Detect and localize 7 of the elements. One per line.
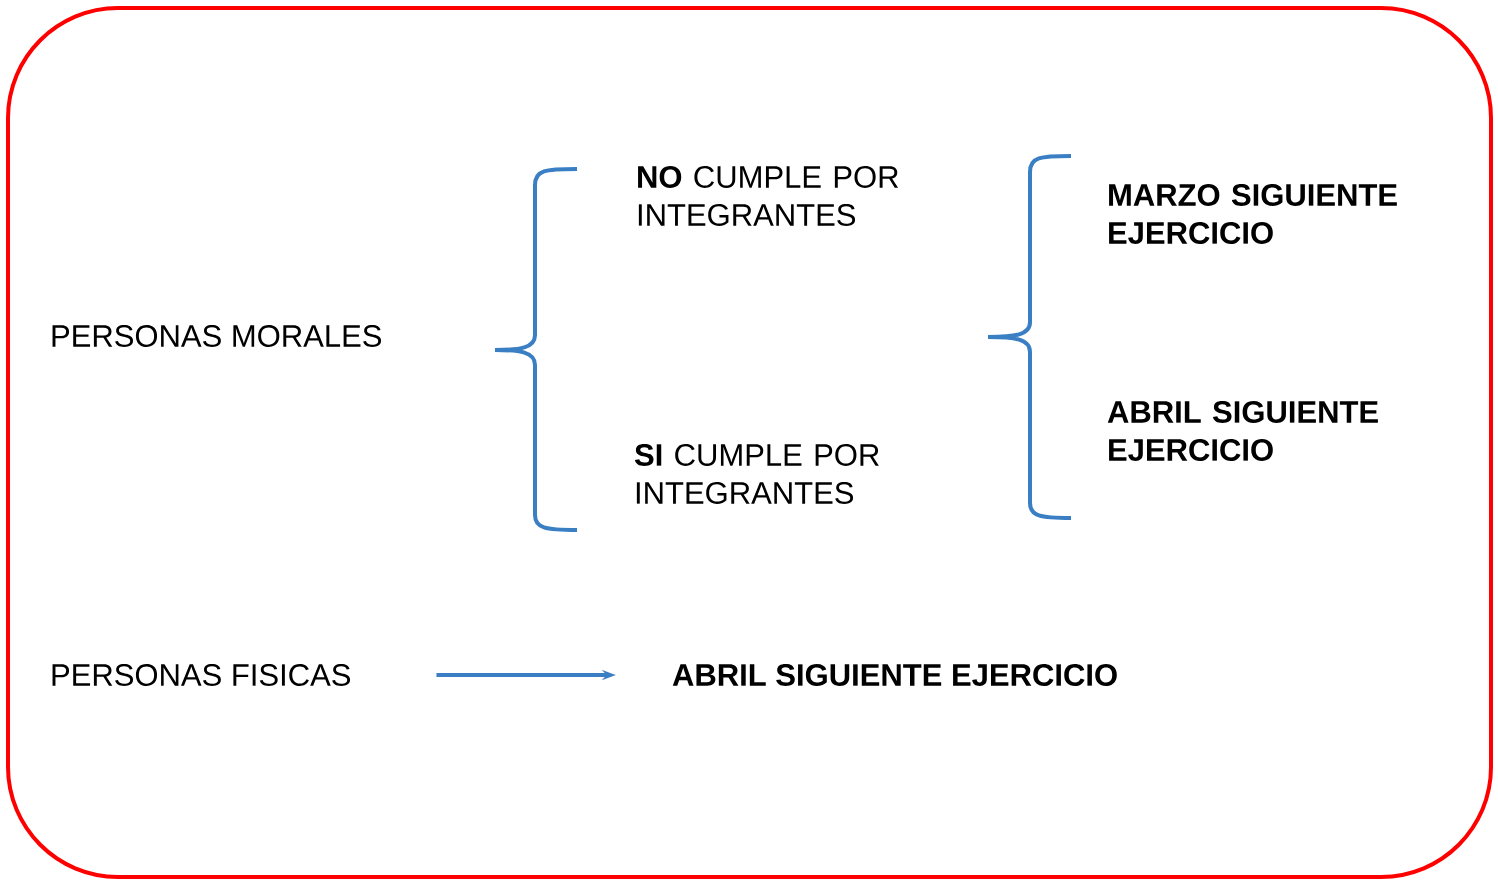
condition-text: NO CUMPLE POR INTEGRANTES [638,166,899,226]
category-label: PERSONAS FISICAS [52,664,351,686]
deadline-text: MARZO SIGUIENTE EJERCICIO [1109,184,1397,244]
condition-text: SI CUMPLE POR INTEGRANTES [634,444,879,504]
deadline-text: ABRIL SIGUIENTE EJERCICIO [672,664,1117,686]
deadline-text: ABRIL SIGUIENTE EJERCICIO [1107,401,1378,461]
category-label: PERSONAS MORALES [52,325,382,347]
